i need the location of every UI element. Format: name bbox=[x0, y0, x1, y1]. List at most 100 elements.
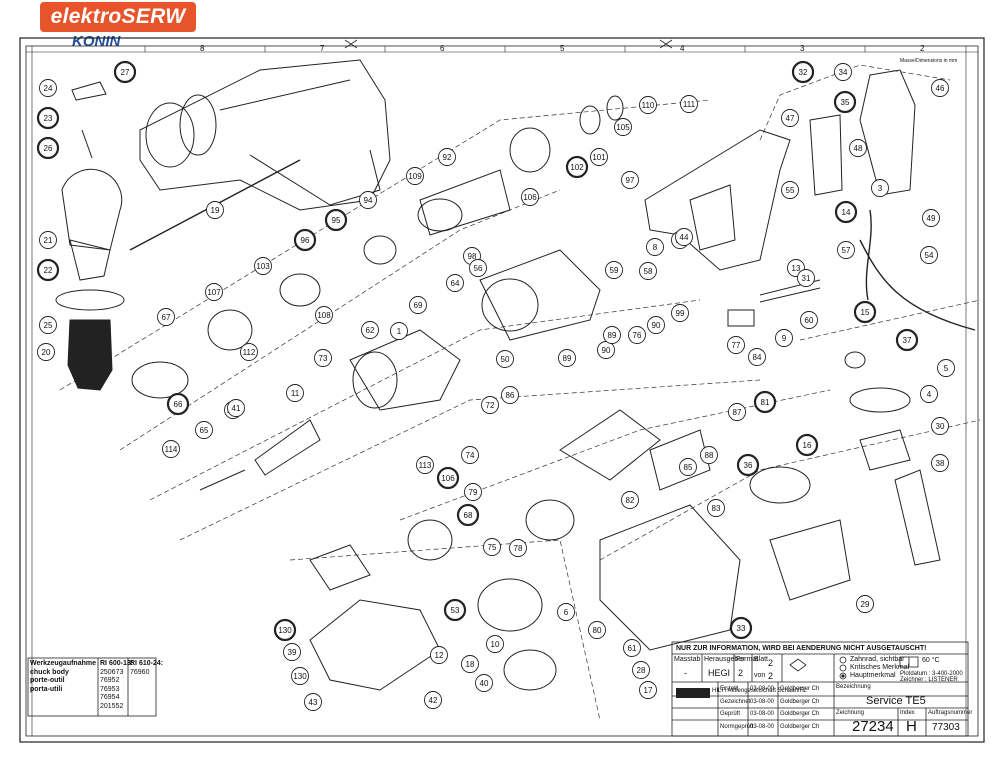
callout-circle bbox=[605, 261, 623, 279]
callout-number: 37 bbox=[903, 336, 912, 345]
callout-circle bbox=[671, 304, 689, 322]
callout-number: 11 bbox=[291, 389, 300, 398]
callout-number: 38 bbox=[936, 459, 945, 468]
part-callout: 5 bbox=[937, 359, 955, 377]
callout-number: 97 bbox=[626, 176, 635, 185]
callout-number: 21 bbox=[44, 236, 53, 245]
part-callout: 50 bbox=[496, 350, 514, 368]
callout-number: 3 bbox=[878, 184, 883, 193]
callout-number: 74 bbox=[466, 451, 475, 460]
part-callout: 32 bbox=[791, 60, 815, 84]
tool-col1: RI 600-13: 250673 76952 76953 76954 2015… bbox=[100, 660, 133, 711]
callout-circle bbox=[937, 359, 955, 377]
callout-circle bbox=[166, 392, 190, 416]
callout-number: 42 bbox=[429, 696, 438, 705]
callout-circle bbox=[797, 269, 815, 287]
part-callout: 73 bbox=[314, 349, 332, 367]
part-callout: 62 bbox=[361, 321, 379, 339]
legend-critical: Kritisches Merkmal bbox=[850, 664, 910, 671]
callout-circle bbox=[195, 421, 213, 439]
part-callout: 4 bbox=[920, 385, 938, 403]
callout-circle bbox=[314, 349, 332, 367]
callout-number: 75 bbox=[488, 543, 497, 552]
part-callout: 106 bbox=[521, 188, 539, 206]
callout-circle bbox=[614, 118, 632, 136]
callout-number: 41 bbox=[232, 404, 241, 413]
callout-number: 62 bbox=[366, 326, 375, 335]
centering-marks bbox=[344, 39, 673, 49]
callout-circle bbox=[639, 262, 657, 280]
part-callout: 59 bbox=[605, 261, 623, 279]
callout-number: 58 bbox=[644, 267, 653, 276]
part-callout: 89 bbox=[558, 349, 576, 367]
callout-number: 59 bbox=[610, 266, 619, 275]
grid-number: 4 bbox=[680, 44, 685, 53]
tool-value: 76953 bbox=[100, 685, 120, 693]
end-cover bbox=[309, 544, 441, 691]
callout-circle bbox=[871, 179, 889, 197]
tb-label-format: Format bbox=[736, 656, 759, 663]
callout-circle bbox=[39, 316, 57, 334]
callout-number: 34 bbox=[839, 68, 848, 77]
grid-number: 5 bbox=[560, 44, 565, 53]
hammer-drill-housing bbox=[139, 59, 391, 211]
callout-circle bbox=[509, 539, 527, 557]
callout-number: 130 bbox=[278, 626, 292, 635]
callout-number: 78 bbox=[514, 544, 523, 553]
main-housing bbox=[644, 129, 791, 271]
tb-label-massstab: Masstab bbox=[674, 656, 701, 663]
callout-circle bbox=[486, 635, 504, 653]
callout-circle bbox=[557, 603, 575, 621]
part-callout: 40 bbox=[475, 674, 493, 692]
callout-circle bbox=[283, 643, 301, 661]
callout-number: 84 bbox=[753, 353, 762, 362]
part-callout: 48 bbox=[849, 139, 867, 157]
part-callout: 43 bbox=[304, 693, 322, 711]
top-ruler bbox=[26, 46, 978, 53]
callout-circle bbox=[240, 343, 258, 361]
part-callout: 30 bbox=[931, 417, 949, 435]
callout-number: 87 bbox=[733, 408, 742, 417]
callout-number: 43 bbox=[309, 698, 318, 707]
callout-number: 106 bbox=[523, 193, 537, 202]
callout-number: 79 bbox=[469, 488, 478, 497]
callout-number: 17 bbox=[644, 686, 653, 695]
callout-circle bbox=[639, 96, 657, 114]
part-callout: 105 bbox=[614, 118, 632, 136]
part-callout: 58 bbox=[639, 262, 657, 280]
gear-housing bbox=[199, 249, 601, 491]
part-callout: 6 bbox=[557, 603, 575, 621]
callout-number: 31 bbox=[802, 274, 811, 283]
callout-number: 39 bbox=[288, 648, 297, 657]
part-callout: 53 bbox=[443, 598, 467, 622]
part-callout: 47 bbox=[781, 109, 799, 127]
part-callout: 75 bbox=[483, 538, 501, 556]
rev-name: Goldberger Ch bbox=[780, 711, 820, 717]
callout-number: 25 bbox=[44, 321, 53, 330]
callout-circle bbox=[558, 349, 576, 367]
callout-number: 72 bbox=[486, 401, 495, 410]
callout-number: 83 bbox=[712, 504, 721, 513]
callout-number: 103 bbox=[256, 262, 270, 271]
callout-circle bbox=[483, 538, 501, 556]
callout-number: 54 bbox=[925, 251, 934, 260]
callout-number: 53 bbox=[451, 606, 460, 615]
callout-circle bbox=[430, 646, 448, 664]
part-callout: 87 bbox=[728, 403, 746, 421]
part-callout: 12 bbox=[430, 646, 448, 664]
part-callout: 82 bbox=[621, 491, 639, 509]
callout-circle bbox=[931, 454, 949, 472]
callout-number: 94 bbox=[364, 196, 373, 205]
callout-circle bbox=[324, 208, 348, 232]
part-callout: 46 bbox=[931, 79, 949, 97]
grid-number: 2 bbox=[920, 44, 925, 53]
callout-circle bbox=[588, 621, 606, 639]
callout-circle bbox=[853, 300, 877, 324]
tb-format: 2 bbox=[738, 668, 744, 678]
tb-massstab: - bbox=[684, 668, 687, 678]
legend-main: Hauptmerkmal bbox=[850, 672, 896, 679]
callout-number: 110 bbox=[642, 101, 655, 110]
callout-circle bbox=[39, 79, 57, 97]
callout-circle bbox=[728, 403, 746, 421]
